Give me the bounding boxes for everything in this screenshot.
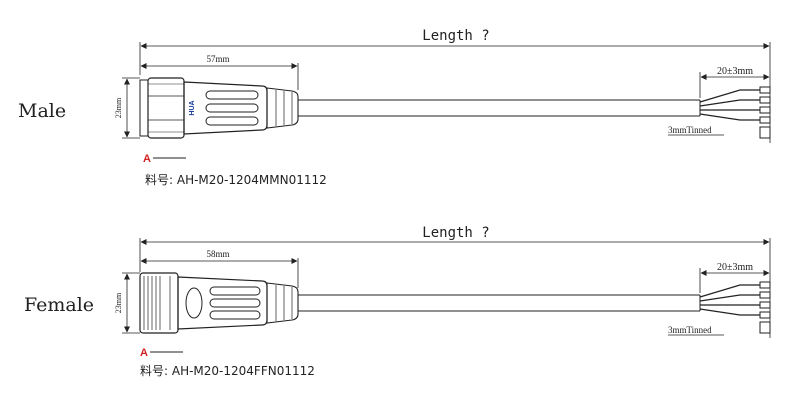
male-connector-pins [139, 79, 149, 137]
female-58mm-text: 58mm [206, 249, 229, 259]
female-marker-a: A [140, 347, 148, 359]
female-height-text: 23mm [114, 292, 123, 313]
male-tinned-text: 3mmTinned [668, 125, 712, 135]
male-strain-relief [266, 87, 299, 129]
male-grip-slot-2 [205, 103, 259, 113]
male-coupling-nut [147, 77, 185, 139]
female-wires [699, 281, 771, 334]
female-label: Female [24, 294, 94, 316]
female-grip-slot-1 [209, 286, 261, 296]
female-part-number: 料号: AH-M20-1204FFN01112 [140, 364, 315, 378]
male-length-text: Length ? [422, 28, 489, 44]
male-brand-logo: HUA [189, 100, 196, 115]
male-grip-slot-1 [205, 90, 259, 100]
female-strip-text: 20±3mm [717, 262, 753, 273]
male-57mm-text: 57mm [206, 54, 229, 64]
female-tinned-tip [759, 281, 771, 289]
male-marker-a: A [143, 153, 151, 165]
male-wires [699, 86, 771, 139]
male-connector: HUA [139, 77, 299, 139]
female-body [177, 276, 268, 330]
female-coupling-nut [139, 272, 179, 334]
female-connector [139, 272, 299, 334]
female-logo-oval [185, 287, 203, 319]
female-grip-slot-2 [209, 298, 261, 308]
male-strip-text: 20±3mm [717, 66, 753, 77]
male-part-number: 料号: AH-M20-1204MMN01112 [145, 173, 327, 187]
male-height-text: 23mm [114, 97, 123, 118]
male-tinned-tip [759, 86, 771, 94]
female-assembly: Female Length ? 58mm 23mm [24, 225, 771, 378]
female-tinned-text: 3mmTinned [668, 325, 712, 335]
female-strain-relief [266, 282, 299, 324]
male-body [183, 81, 268, 135]
male-label: Male [18, 100, 66, 122]
male-assembly: Male Length ? 57mm 23mm HUA [18, 28, 771, 187]
female-length-text: Length ? [422, 225, 489, 241]
female-grip-slot-3 [209, 310, 261, 320]
male-grip-slot-3 [205, 116, 259, 126]
